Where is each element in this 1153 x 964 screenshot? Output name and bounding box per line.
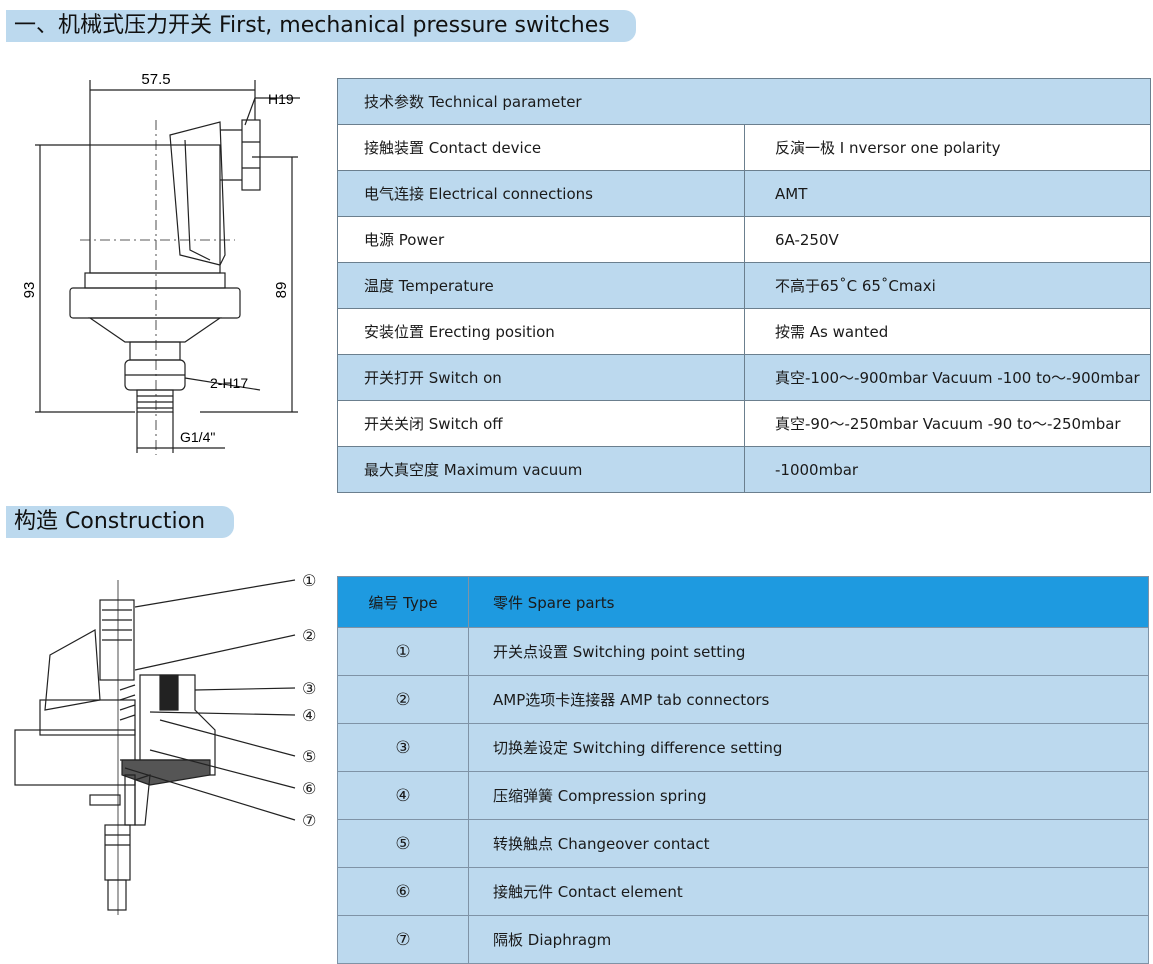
construction-drawing: ① ② ③ ④ ⑤ ⑥ ⑦	[14, 571, 316, 915]
spec-label: 安装位置 Erecting position	[337, 308, 745, 355]
table-row: 电气连接 Electrical connections AMT	[337, 170, 1151, 217]
table-row: 最大真空度 Maximum vacuum -1000mbar	[337, 446, 1151, 493]
spare-parts-table: 编号 Type 零件 Spare parts ① 开关点设置 Switching…	[337, 576, 1149, 964]
col-type-header: 编号 Type	[337, 576, 469, 628]
table-row: ② AMP选项卡连接器 AMP tab connectors	[337, 675, 1149, 724]
table-row: 温度 Temperature 不高于65˚C 65˚Cmaxi	[337, 262, 1151, 309]
table-header-row: 编号 Type 零件 Spare parts	[337, 576, 1149, 628]
callout-4: ④	[302, 706, 316, 725]
callout-2: ②	[302, 626, 316, 645]
table-row: 开关打开 Switch on 真空-100～-900mbar Vacuum -1…	[337, 354, 1151, 401]
part-number: ⑦	[337, 915, 469, 964]
table-row: ⑤ 转换触点 Changeover contact	[337, 819, 1149, 868]
part-name: 压缩弹簧 Compression spring	[468, 771, 1149, 820]
spec-value: 反演一极 I nversor one polarity	[744, 124, 1151, 171]
callout-1: ①	[302, 571, 316, 590]
spec-value: 真空-100～-900mbar Vacuum -100 to～-900mbar	[744, 354, 1151, 401]
spec-value: -1000mbar	[744, 446, 1151, 493]
table-row: 接触装置 Contact device 反演一极 I nversor one p…	[337, 124, 1151, 171]
section-title-construction: 构造 Construction	[6, 506, 234, 538]
part-number: ④	[337, 771, 469, 820]
part-number: ①	[337, 627, 469, 676]
col-parts-header: 零件 Spare parts	[468, 576, 1149, 628]
callout-3: ③	[302, 679, 316, 698]
part-number: ⑥	[337, 867, 469, 916]
spec-value: 6A-250V	[744, 216, 1151, 263]
table-row: ④ 压缩弹簧 Compression spring	[337, 771, 1149, 820]
spec-value: 不高于65˚C 65˚Cmaxi	[744, 262, 1151, 309]
part-name: 开关点设置 Switching point setting	[468, 627, 1149, 676]
spec-header: 技术参数 Technical parameter	[337, 78, 1151, 125]
table-row: ① 开关点设置 Switching point setting	[337, 627, 1149, 676]
spec-label: 开关关闭 Switch off	[337, 400, 745, 447]
part-number: ⑤	[337, 819, 469, 868]
spec-label: 开关打开 Switch on	[337, 354, 745, 401]
dim-height-89-label: 89	[273, 282, 290, 299]
part-name: 切换差设定 Switching difference setting	[468, 723, 1149, 772]
spec-value: 真空-90～-250mbar Vacuum -90 to～-250mbar	[744, 400, 1151, 447]
spec-label: 温度 Temperature	[337, 262, 745, 309]
part-number: ②	[337, 675, 469, 724]
spec-label: 电气连接 Electrical connections	[337, 170, 745, 217]
callout-7: ⑦	[302, 811, 316, 830]
dim-width-label: 57.5	[141, 71, 170, 88]
spec-value: AMT	[744, 170, 1151, 217]
spec-label: 接触装置 Contact device	[337, 124, 745, 171]
part-name: 转换触点 Changeover contact	[468, 819, 1149, 868]
table-row: ⑦ 隔板 Diaphragm	[337, 915, 1149, 964]
part-name: 隔板 Diaphragm	[468, 915, 1149, 964]
part-name: 接触元件 Contact element	[468, 867, 1149, 916]
table-row: 开关关闭 Switch off 真空-90～-250mbar Vacuum -9…	[337, 400, 1151, 447]
spec-label: 电源 Power	[337, 216, 745, 263]
spec-label: 最大真空度 Maximum vacuum	[337, 446, 745, 493]
dim-height-93-label: 93	[21, 282, 38, 299]
table-header-row: 技术参数 Technical parameter	[337, 78, 1151, 125]
dim-nut-label: 2-H17	[210, 375, 248, 391]
part-number: ③	[337, 723, 469, 772]
dim-h19-label: H19	[268, 91, 294, 107]
section-title-mechanical: 一、机械式压力开关 First, mechanical pressure swi…	[6, 10, 636, 42]
technical-parameter-table: 技术参数 Technical parameter 接触装置 Contact de…	[337, 78, 1151, 493]
table-row: ③ 切换差设定 Switching difference setting	[337, 723, 1149, 772]
table-row: 电源 Power 6A-250V	[337, 216, 1151, 263]
table-row: 安装位置 Erecting position 按需 As wanted	[337, 308, 1151, 355]
spec-value: 按需 As wanted	[744, 308, 1151, 355]
callout-6: ⑥	[302, 779, 316, 798]
dimension-drawing: 57.5 H19 93 89 2-H17 G1/4"	[21, 71, 300, 455]
callout-5: ⑤	[302, 747, 316, 766]
dim-thread-label: G1/4"	[180, 429, 215, 445]
table-row: ⑥ 接触元件 Contact element	[337, 867, 1149, 916]
part-name: AMP选项卡连接器 AMP tab connectors	[468, 675, 1149, 724]
